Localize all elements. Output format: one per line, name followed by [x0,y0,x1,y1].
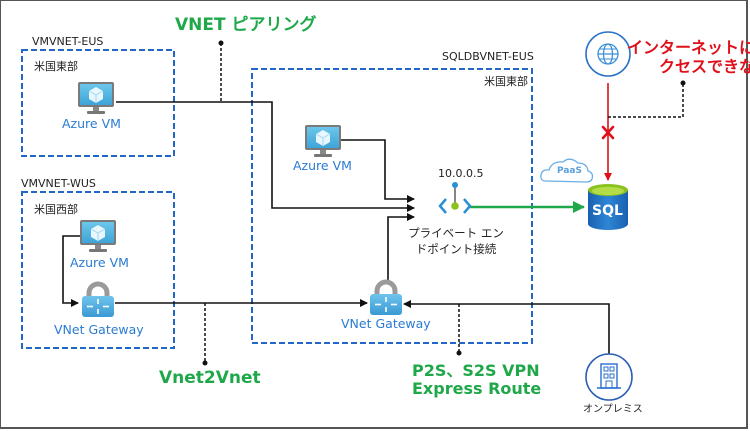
private-endpoint-icon [438,182,472,214]
vnet-gateway-label: VNet Gateway [341,316,431,331]
private-endpoint-label-line2: ドポイント接続 [415,241,497,256]
connector-gw-sql-to-pe [387,213,415,283]
azure-vm-label: Azure VM [293,158,352,173]
globe-icon [585,31,631,77]
vnet-box-vmvnet-eus [21,49,175,157]
vnet-gateway-icon [370,279,402,315]
private-endpoint-label-line1: プライベート エン [408,226,504,240]
region-label-vmvnet-eus: 米国東部 [34,60,78,73]
vnet-name-vmvnet-eus: VMVNET-EUS [32,35,104,48]
annotation-vnet2vnet: Vnet2Vnet [159,368,261,388]
vnet-gateway-label: VNet Gateway [54,322,144,337]
annotation-no-internet-line1: インターネットにア [627,38,750,57]
annotation-vnet-peering: VNET ピアリング [175,15,317,35]
vnet-box-vmvnet-wus [21,191,175,349]
annotation-vpn: P2S、S2S VPN [412,361,540,380]
vnet-name-sqldbvnet-eus: SQLDBVNET-EUS [442,50,534,63]
azure-vm-label: Azure VM [62,116,121,131]
leader-no-internet [608,83,684,118]
private-endpoint-label: プライベート エン ドポイント接続 [408,226,504,257]
building-icon [585,353,633,401]
leader-dot-no-internet [680,80,686,86]
connector-vm-sql-to-pe [329,139,415,203]
annotation-vpn-expressroute: P2S、S2S VPN Express Route [412,361,542,399]
connector-vm-wus-to-gw [62,235,80,307]
azure-vm-icon [80,220,116,252]
region-label-vmvnet-wus: 米国西部 [34,203,78,216]
vnet-name-vmvnet-wus: VMVNET-WUS [21,177,96,190]
paas-label: PaaS [557,166,582,176]
leader-dot-vpn [456,350,462,356]
leader-dot-vnet-peering [218,40,224,46]
azure-vm-label: Azure VM [70,255,129,270]
sql-database-icon [588,184,628,230]
paas-cloud-icon [540,158,594,183]
annotation-no-internet-line2: クセスできない [659,57,750,77]
azure-vm-icon [305,125,341,157]
blocked-x-icon [601,125,615,140]
connector-vm-eus-to-pe [116,101,415,212]
onprem-label: オンプレミス [583,404,643,415]
azure-vm-icon [78,82,114,114]
private-endpoint-ip: 10.0.0.5 [438,167,484,180]
sql-label: SQL [592,203,623,219]
region-label-sqldbvnet-eus: 米国東部 [484,75,528,88]
leader-dot-vnet2vnet [202,360,208,366]
vnet-gateway-icon [82,281,114,317]
annotation-expressroute: Express Route [412,379,542,399]
connector-onprem-to-gw-sql [403,300,610,355]
annotation-no-internet: インターネットにア クセスできない [627,38,750,76]
